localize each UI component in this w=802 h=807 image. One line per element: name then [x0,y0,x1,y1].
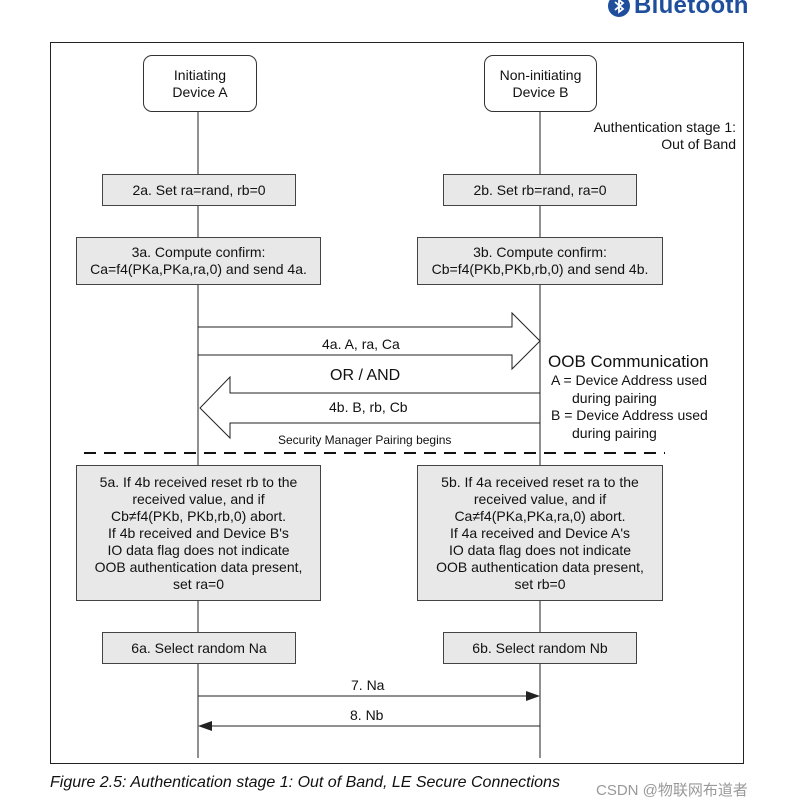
step-5b-box: 5b. If 4a received reset ra to the recei… [417,465,663,601]
oob-a-line2: during pairing [572,390,657,406]
figure-caption: Figure 2.5: Authentication stage 1: Out … [50,774,560,791]
step-3a-box: 3a. Compute confirm: Ca=f4(PKa,PKa,ra,0)… [76,237,321,285]
message-4b-label: 4b. B, rb, Cb [329,399,408,415]
message-7-label: 7. Na [351,677,385,693]
or-and-label: OR / AND [330,367,401,384]
step-2a-box: 2a. Set ra=rand, rb=0 [102,174,296,206]
arrow-4a [197,311,541,371]
device-b-box: Non-initiating Device B [484,55,597,112]
step-2b-box: 2b. Set rb=rand, ra=0 [443,174,637,206]
step-3b-box: 3b. Compute confirm: Cb=f4(PKb,PKb,rb,0)… [417,237,663,285]
arrow-4b [199,375,541,440]
watermark: CSDN @物联网布道者 [596,782,748,799]
oob-title: OOB Communication [548,352,709,371]
brand-name: Bluetooth [634,0,749,19]
oob-a-line1: A = Device Address used [551,372,708,388]
step-6a-box: 6a. Select random Na [102,632,296,664]
device-a-box: Initiating Device A [143,55,257,112]
stage-note: Authentication stage 1: Out of Band [593,119,736,152]
bluetooth-logo: Bluetooth [608,0,749,19]
oob-b-line1: B = Device Address used [551,407,708,423]
arrowhead-7 [526,691,540,701]
figure-frame [50,42,744,764]
pairing-begins-label: Security Manager Pairing begins [278,433,452,447]
step-5a-box: 5a. If 4b received reset rb to the recei… [76,465,321,601]
bluetooth-icon [608,0,630,17]
oob-b-line2: during pairing [572,425,657,441]
step-6b-box: 6b. Select random Nb [443,632,637,664]
message-4a-label: 4a. A, ra, Ca [322,336,400,352]
message-8-label: 8. Nb [350,707,384,723]
arrowhead-8 [198,721,212,731]
